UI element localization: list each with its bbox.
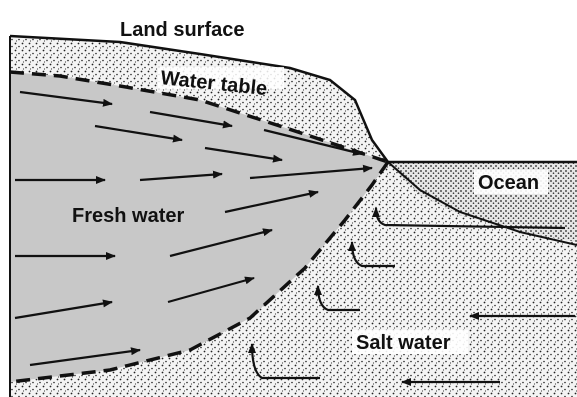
ocean-label: Ocean [478,172,539,194]
fresh-water-label: Fresh water [72,205,184,227]
land-surface-label: Land surface [120,19,244,41]
salt-water-label: Salt water [356,332,451,354]
